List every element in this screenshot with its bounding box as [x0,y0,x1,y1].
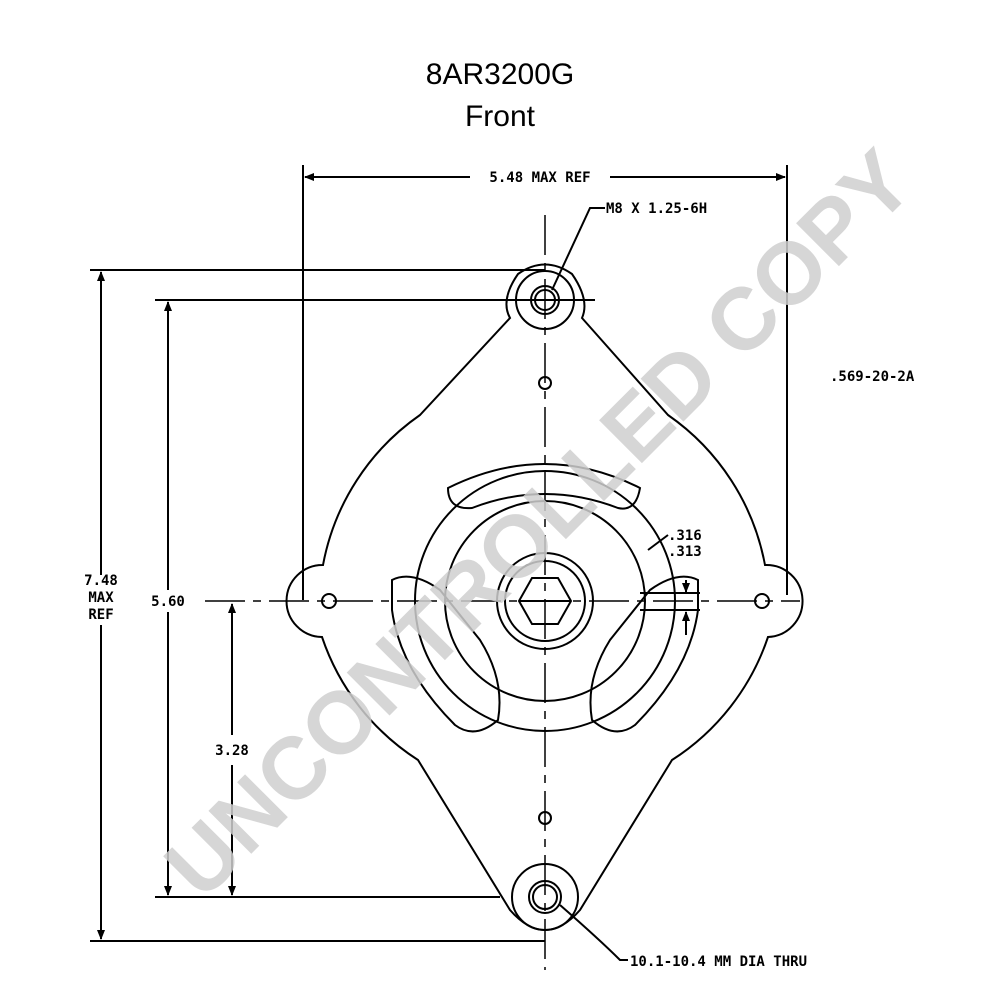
mount-spacing-label: 5.60 [151,594,185,610]
left-ear-hole [321,593,337,609]
top-vent-slot [446,463,642,510]
outer-ring [414,470,676,732]
thread-callout-label: M8 X 1.25-6H [606,201,707,217]
lower-small-hole [538,811,552,825]
shaft-dim-leader [647,534,669,551]
lower-mount-hole [528,880,562,914]
left-vent-slot [391,575,501,733]
height-dimension-max: MAX [88,590,114,606]
shaft-dim-label-2: .313 [668,544,702,560]
lower-mount-boss [511,863,579,931]
watermark-text: UNCONTROLLED COPY [146,131,932,917]
nut-washer [504,560,586,642]
right-ear-hole [754,593,770,609]
upper-mount-hole [530,285,560,315]
shaft-dim-label-1: .316 [668,528,702,544]
view-title: Front [464,100,536,133]
right-vent-slot [589,575,699,733]
lower-mount-hole-inner [532,884,558,910]
center-offset-label: 3.28 [215,743,249,759]
part-number-title: 8AR3200G [425,58,575,91]
reference-number-label: .569-20-2A [830,369,915,385]
thread-callout-leader [551,207,605,291]
shaft-boss [496,552,594,650]
height-dimension-ref: REF [88,607,113,623]
upper-mount-boss [515,270,575,330]
width-dimension-label: 5.48 MAX REF [489,170,590,186]
hole-callout-label: 10.1-10.4 MM DIA THRU [630,954,807,970]
hole-callout-leader [559,904,628,961]
height-dimension-value: 7.48 [84,573,118,589]
upper-mount-hole-inner [534,289,556,311]
inner-ring [444,500,646,702]
housing-outline [285,263,804,931]
upper-small-hole [538,376,552,390]
